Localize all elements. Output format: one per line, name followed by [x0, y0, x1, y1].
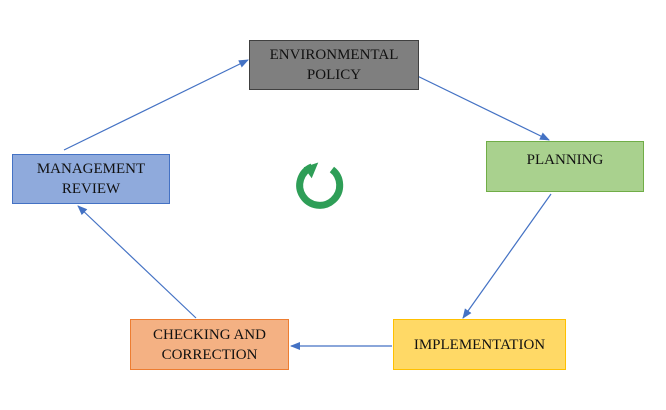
- node-label: PLANNING: [526, 151, 604, 168]
- node-environmental-policy: ENVIRONMENTAL POLICY: [249, 40, 419, 90]
- refresh-cycle-icon: [296, 162, 344, 209]
- node-planning: PLANNING: [486, 141, 644, 192]
- node-implementation: IMPLEMENTATION: [393, 319, 566, 370]
- node-label: ENVIRONMENTAL POLICY: [269, 47, 399, 83]
- arrow-planning-to-implementation: [462, 193, 552, 319]
- arrow-review-to-policy: [63, 59, 249, 151]
- arrow-policy-to-planning: [404, 69, 550, 141]
- node-management-review: MANAGEMENT REVIEW: [12, 154, 170, 204]
- node-label: CHECKING AND CORRECTION: [153, 326, 266, 363]
- node-checking-and-correction: CHECKING AND CORRECTION: [130, 319, 289, 370]
- node-label: IMPLEMENTATION: [413, 336, 546, 353]
- node-label: MANAGEMENT REVIEW: [36, 161, 146, 197]
- arrow-checking-to-review: [77, 205, 197, 319]
